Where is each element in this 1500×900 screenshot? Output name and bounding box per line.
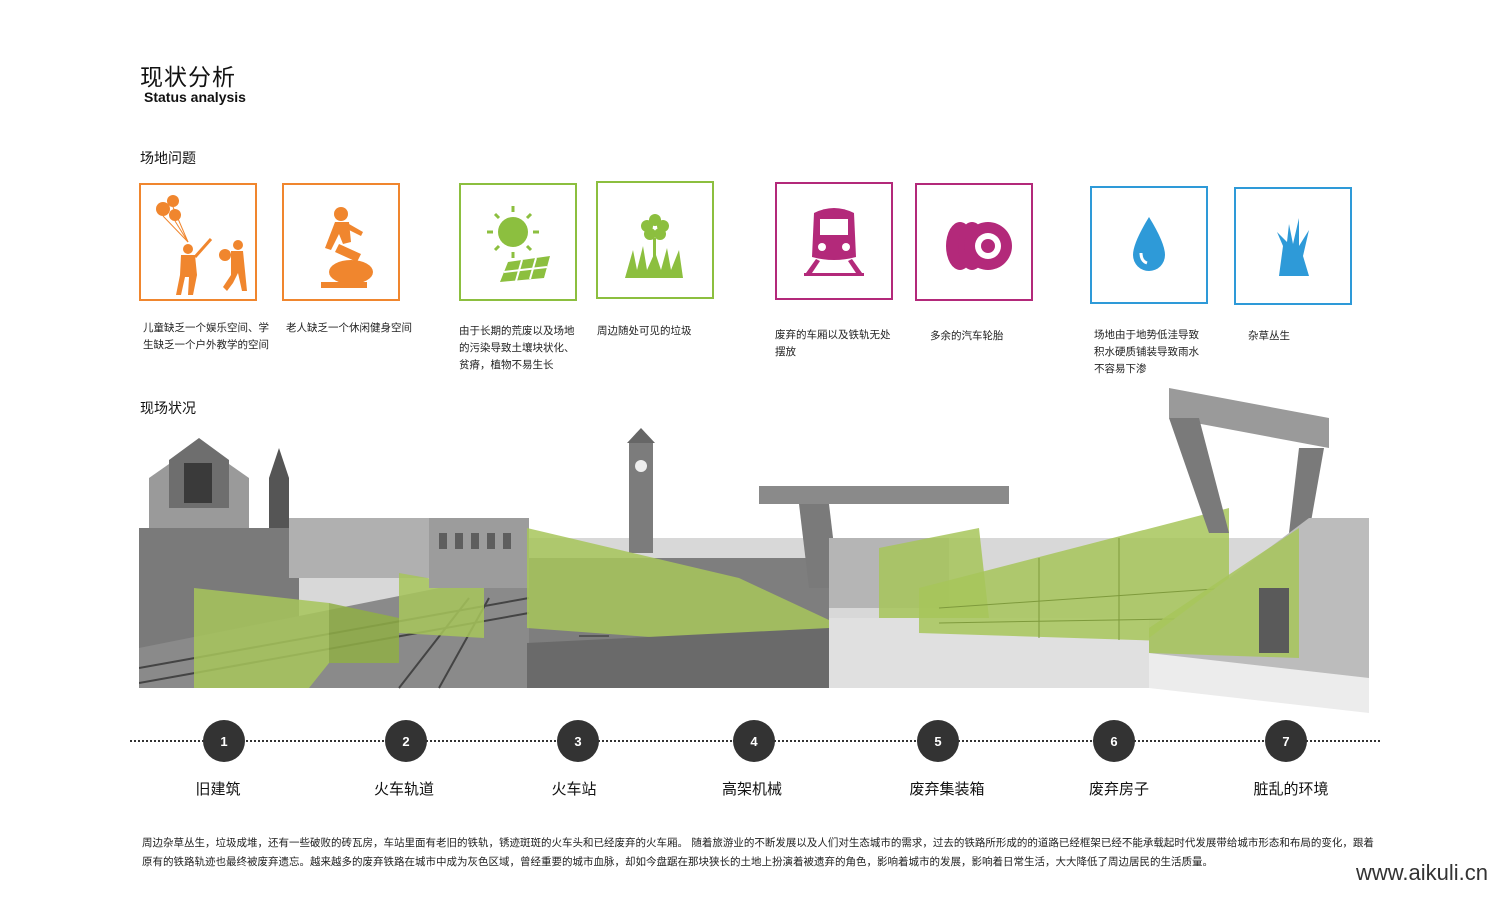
station-photo bbox=[429, 428, 829, 688]
page-title: 现状分析 bbox=[140, 65, 236, 91]
section-title-problems: 场地问题 bbox=[140, 151, 196, 167]
problem-card-elderly bbox=[282, 183, 400, 301]
section-title-site: 现场状况 bbox=[140, 401, 196, 417]
page-subtitle: Status analysis bbox=[144, 89, 246, 105]
timeline-label: 旧建筑 bbox=[195, 780, 241, 798]
problem-caption: 场地由于地势低洼导致积水硬质铺装导致雨水不容易下渗 bbox=[1094, 329, 1199, 375]
problem-caption: 杂草丛生 bbox=[1248, 330, 1290, 342]
timeline-node: 6 bbox=[1093, 720, 1135, 762]
problem-caption: 废弃的车厢以及铁轨无处摆放 bbox=[775, 329, 891, 358]
description-paragraph: 周边杂草丛生，垃圾成堆，还有一些破败的砖瓦房，车站里面有老旧的铁轨，锈迹斑斑的火… bbox=[142, 837, 1374, 868]
problem-card-weeds bbox=[1234, 187, 1352, 305]
problem-card-carriages bbox=[775, 182, 893, 300]
problem-card-tires bbox=[915, 183, 1033, 301]
problem-caption: 周边随处可见的垃圾 bbox=[597, 325, 692, 337]
railway-track-photo bbox=[139, 573, 539, 689]
train-icon bbox=[804, 208, 864, 276]
tires-icon bbox=[946, 222, 1012, 270]
timeline-label: 火车轨道 bbox=[373, 780, 434, 798]
problem-caption: 多余的汽车轮胎 bbox=[930, 330, 1004, 342]
timeline-node: 3 bbox=[557, 720, 599, 762]
timeline-label: 高架机械 bbox=[721, 780, 782, 798]
weeds-icon bbox=[1277, 218, 1309, 276]
problem-caption: 儿童缺乏一个娱乐空间、学生缺乏一个户外教学的空间 bbox=[143, 322, 269, 351]
timeline-node: 7 bbox=[1265, 720, 1307, 762]
timeline-node: 2 bbox=[385, 720, 427, 762]
watermark: www.aikuli.cn bbox=[1355, 860, 1488, 885]
abandoned-house-photo bbox=[1149, 518, 1369, 713]
abandoned-containers-photo bbox=[879, 508, 1230, 643]
problem-card-children bbox=[139, 183, 257, 301]
site-photo-collage bbox=[139, 388, 1369, 713]
problem-caption: 老人缺乏一个休闲健身空间 bbox=[286, 322, 412, 334]
children-playing-icon bbox=[156, 195, 247, 295]
timeline-node: 1 bbox=[203, 720, 245, 762]
problem-caption: 由于长期的荒废以及场地的污染导致土壤块状化、贫瘠，植物不易生长 bbox=[459, 325, 575, 371]
timeline-label: 废弃房子 bbox=[1088, 780, 1149, 798]
timeline-label: 脏乱的环境 bbox=[1253, 780, 1329, 798]
flower-grass-icon bbox=[625, 214, 683, 278]
gantry-crane-photo bbox=[1169, 388, 1329, 533]
sun-solar-panel-icon bbox=[487, 206, 550, 282]
timeline-label: 火车站 bbox=[551, 780, 597, 798]
water-drop-icon bbox=[1133, 217, 1165, 271]
timeline-label: 废弃集装箱 bbox=[909, 780, 985, 798]
problem-card-soil bbox=[459, 183, 577, 301]
problem-card-garbage bbox=[596, 181, 714, 299]
exercise-bike-icon bbox=[321, 207, 373, 288]
timeline-node: 4 bbox=[733, 720, 775, 762]
timeline-node: 5 bbox=[917, 720, 959, 762]
problem-card-water bbox=[1090, 186, 1208, 304]
